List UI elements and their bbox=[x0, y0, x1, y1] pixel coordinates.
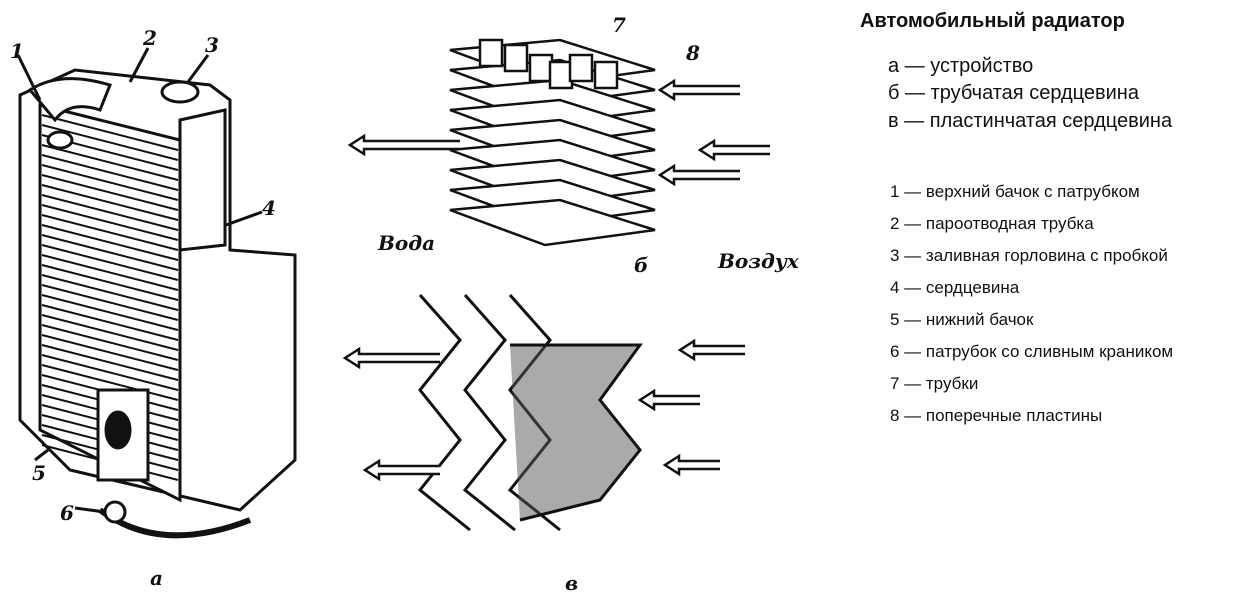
part-label-6: 6 bbox=[60, 501, 74, 525]
view-legend-v: в — пластинчатая сердцевина bbox=[888, 110, 1173, 132]
fin-line bbox=[41, 154, 179, 191]
corrugated-plate bbox=[462, 294, 516, 532]
part-legend-6: 6 — патрубок со сливным краником bbox=[890, 342, 1174, 361]
tube bbox=[568, 53, 594, 83]
part-legend-3: 3 — заливная горловина с пробкой bbox=[890, 246, 1168, 265]
view-label-b: б bbox=[634, 253, 648, 277]
fin-line bbox=[41, 144, 179, 181]
fin-line bbox=[41, 304, 179, 341]
air-arrow bbox=[637, 388, 700, 412]
view-label-v: в bbox=[565, 571, 578, 595]
part-label-2: 2 bbox=[142, 26, 157, 50]
fin-line bbox=[41, 354, 179, 391]
part-legend-4: 4 — сердцевина bbox=[890, 278, 1020, 297]
fin-line bbox=[41, 184, 179, 221]
tube bbox=[528, 53, 554, 83]
radiator-assembly-drawing bbox=[16, 47, 297, 539]
part-label-4: 4 bbox=[262, 196, 276, 220]
part-label-1: 1 bbox=[10, 39, 24, 63]
tube bbox=[548, 60, 574, 90]
part-legend-5: 5 — нижний бачок bbox=[890, 310, 1034, 329]
fin-line bbox=[41, 194, 179, 231]
tubular-core-drawing bbox=[449, 38, 656, 247]
view-legend-b: б — трубчатая сердцевина bbox=[888, 82, 1139, 104]
air-arrow bbox=[677, 338, 745, 362]
fin-line bbox=[41, 284, 179, 321]
tube bbox=[593, 60, 619, 90]
tube bbox=[503, 43, 529, 73]
tube bbox=[478, 38, 504, 68]
part-label-8: 8 bbox=[685, 41, 700, 65]
air-arrow bbox=[697, 138, 770, 162]
diagram-title: Автомобильный радиатор bbox=[860, 10, 1125, 32]
fin-line bbox=[41, 334, 179, 371]
part-legend-2: 2 — пароотводная трубка bbox=[890, 214, 1094, 233]
air-arrow bbox=[342, 346, 440, 370]
corrugated-plate bbox=[510, 343, 643, 522]
fin-line bbox=[41, 124, 179, 161]
fin-line bbox=[41, 294, 179, 331]
fin-line bbox=[41, 314, 179, 351]
air-arrow bbox=[657, 78, 740, 102]
corrugated-plate bbox=[417, 294, 471, 532]
fin-line bbox=[41, 364, 179, 401]
fin-line bbox=[41, 234, 179, 271]
air-arrow bbox=[662, 453, 720, 477]
part-label-3: 3 bbox=[205, 33, 219, 57]
fin-line bbox=[41, 264, 179, 301]
part-legend-7: 7 — трубки bbox=[890, 374, 979, 393]
fin-line bbox=[41, 114, 179, 151]
plate-core-drawing bbox=[417, 294, 643, 532]
radiator-illustration: 1 2 3 4 5 6 7 8 а б в Вода Воздух bbox=[10, 13, 800, 595]
water-label: Вода bbox=[377, 231, 435, 255]
view-legend-a: а — устройство bbox=[888, 55, 1034, 77]
view-label-a: а bbox=[150, 566, 163, 590]
fin-line bbox=[41, 274, 179, 311]
fin-line bbox=[41, 344, 179, 381]
fin-line bbox=[41, 174, 179, 211]
fin-line bbox=[41, 254, 179, 291]
fin-line bbox=[41, 244, 179, 281]
part-label-7: 7 bbox=[612, 13, 626, 37]
air-arrow bbox=[657, 163, 740, 187]
air-arrow bbox=[362, 458, 440, 482]
part-legend-1: 1 — верхний бачок с патрубком bbox=[890, 182, 1140, 201]
air-arrow bbox=[347, 133, 460, 157]
fin-line bbox=[41, 224, 179, 261]
fin-line bbox=[41, 204, 179, 241]
fin-line bbox=[41, 164, 179, 201]
fin-line bbox=[41, 324, 179, 361]
fin-line bbox=[41, 214, 179, 251]
part-legend-8: 8 — поперечные пластины bbox=[890, 406, 1103, 425]
part-label-5: 5 bbox=[32, 461, 46, 485]
air-label: Воздух bbox=[717, 249, 800, 273]
cross-plate bbox=[449, 198, 656, 247]
air-arrows bbox=[342, 78, 770, 482]
